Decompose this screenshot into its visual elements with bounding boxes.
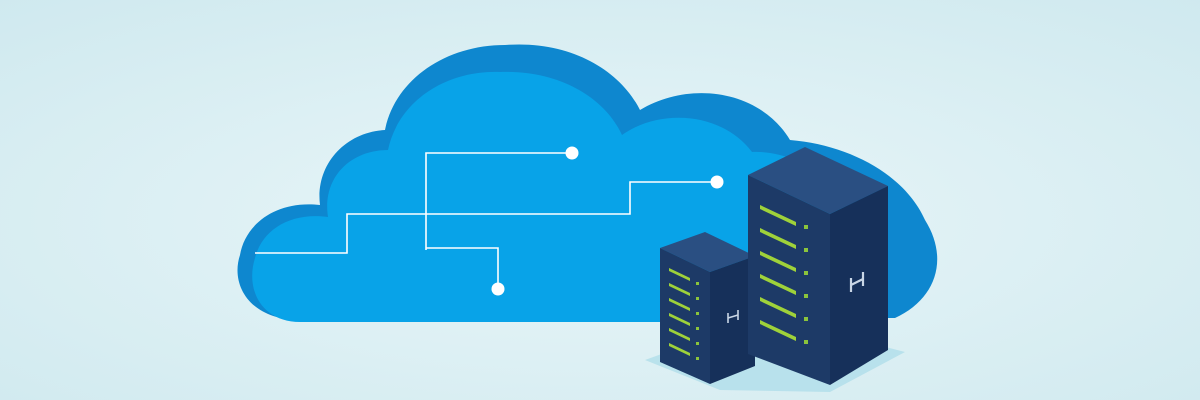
server-logo-icon (727, 310, 739, 323)
circuit-node (491, 282, 505, 296)
circuit-lines (255, 152, 717, 289)
drive-light (760, 320, 796, 341)
drive-light (760, 205, 796, 226)
drive-light (669, 268, 690, 281)
drive-light (669, 328, 690, 341)
server-top (748, 147, 888, 214)
drive-light (669, 313, 690, 326)
status-light (804, 294, 808, 298)
status-light (696, 327, 699, 330)
circuit-node (565, 146, 579, 160)
status-light (804, 271, 808, 275)
server-status-lights (804, 225, 808, 344)
status-light (804, 248, 808, 252)
server-rack-icon (748, 147, 888, 385)
status-light (804, 340, 808, 344)
status-light (696, 312, 699, 315)
server-side (830, 186, 888, 385)
status-light (804, 317, 808, 321)
drive-light (760, 251, 796, 272)
server-side (710, 256, 755, 384)
server-status-lights (696, 282, 699, 360)
status-light (696, 282, 699, 285)
server-rack-icon (660, 232, 755, 384)
drive-light (669, 298, 690, 311)
status-light (804, 225, 808, 229)
server-drive-lights (669, 268, 690, 356)
circuit-nodes (491, 146, 724, 296)
circuit-line (255, 181, 717, 254)
circuit-line (426, 247, 499, 289)
drive-light (760, 228, 796, 249)
server-front (748, 175, 830, 385)
status-light (696, 357, 699, 360)
circuit-line (425, 152, 572, 250)
status-light (696, 342, 699, 345)
drive-light (669, 283, 690, 296)
drive-light (760, 297, 796, 318)
drive-light (669, 343, 690, 356)
drive-light (760, 274, 796, 295)
server-logo-icon (849, 272, 865, 292)
status-light (696, 297, 699, 300)
circuit-node (710, 175, 724, 189)
server-top (660, 232, 755, 272)
server-drive-lights (760, 205, 796, 341)
